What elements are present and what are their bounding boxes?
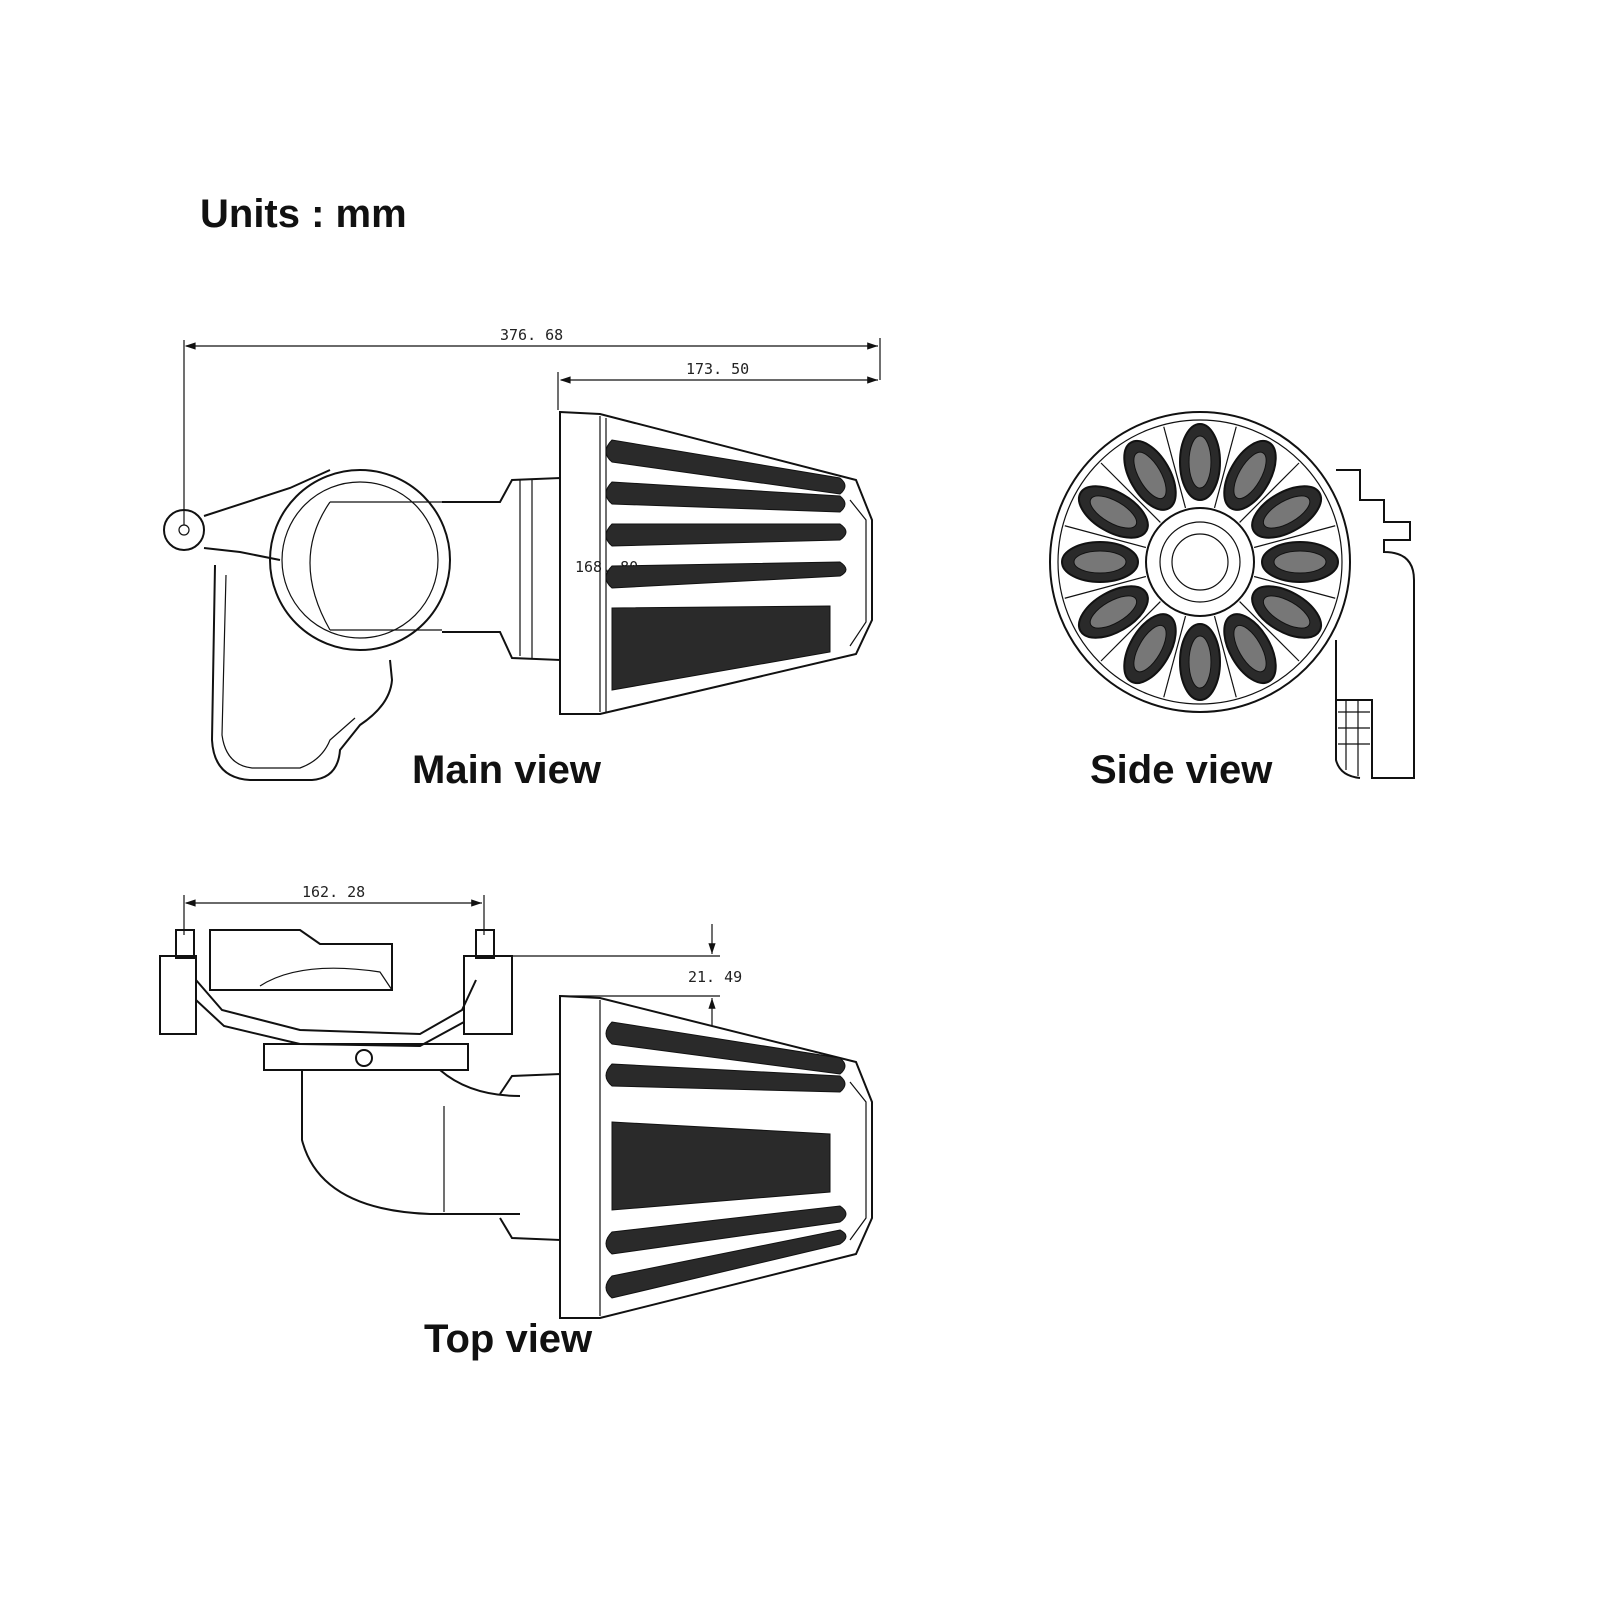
petal-inner <box>1262 495 1311 529</box>
spoke <box>1163 426 1187 509</box>
filter-face <box>1049 411 1351 713</box>
units-label: Units : mm <box>200 192 407 236</box>
spoke <box>1253 525 1336 549</box>
petal-inner <box>1233 624 1267 673</box>
dim-filter-length: 173. 50 <box>557 360 878 410</box>
top-throat <box>499 1072 561 1242</box>
petal-inner <box>1273 550 1327 574</box>
spoke <box>1213 615 1237 698</box>
lower-bracket <box>210 564 394 781</box>
side-bracket <box>1335 469 1415 779</box>
main-view-label: Main view <box>412 748 601 792</box>
petal-inner <box>1133 451 1167 500</box>
right-mount-block <box>463 955 513 1035</box>
petal-inner <box>1233 451 1267 500</box>
dim-overall-length: 376. 68 <box>183 326 881 525</box>
offset-text: 21. 49 <box>688 968 742 986</box>
petal-inner <box>1089 495 1138 529</box>
filter-fins <box>605 439 867 691</box>
top-view-drawing: 162. 28 21. 49 <box>159 883 873 1319</box>
elbow-housing <box>269 469 451 651</box>
petal-ring <box>1061 423 1339 701</box>
spoke <box>1064 575 1147 599</box>
top-filter-fins <box>605 1021 867 1299</box>
spoke <box>1064 525 1147 549</box>
petal-inner <box>1262 595 1311 629</box>
filter-cone <box>559 410 873 715</box>
side-view-drawing <box>1049 411 1415 779</box>
spoke <box>1163 615 1187 698</box>
spoke <box>1100 601 1161 662</box>
breather-block <box>209 929 393 991</box>
center-hub <box>1145 507 1255 617</box>
throat <box>442 476 561 662</box>
dim-mount-spacing: 162. 28 <box>183 883 485 935</box>
spoke <box>1100 462 1161 523</box>
spoke <box>1213 426 1237 509</box>
petal-inner <box>1089 595 1138 629</box>
petal-inner <box>1073 550 1127 574</box>
spoke <box>1253 575 1336 599</box>
bracket-arm <box>203 469 331 561</box>
petal-inner <box>1133 624 1167 673</box>
left-mount-block <box>159 955 197 1035</box>
petal-inner <box>1188 435 1212 489</box>
side-view-label: Side view <box>1090 748 1273 792</box>
filter-length-text: 173. 50 <box>686 360 749 378</box>
top-filter-cone <box>559 994 873 1319</box>
petal-inner <box>1188 635 1212 689</box>
dim-offset: 21. 49 <box>500 924 742 1026</box>
elbow <box>301 1069 521 1215</box>
collar <box>263 1043 469 1071</box>
mount-eye <box>163 509 205 551</box>
spoke <box>1239 601 1300 662</box>
top-view-label: Top view <box>424 1317 593 1361</box>
spoke <box>1239 462 1300 523</box>
mount-spacing-text: 162. 28 <box>302 883 365 901</box>
main-view-drawing: 376. 68 173. 50 168. 80 <box>163 326 881 781</box>
overall-length-text: 376. 68 <box>500 326 563 344</box>
